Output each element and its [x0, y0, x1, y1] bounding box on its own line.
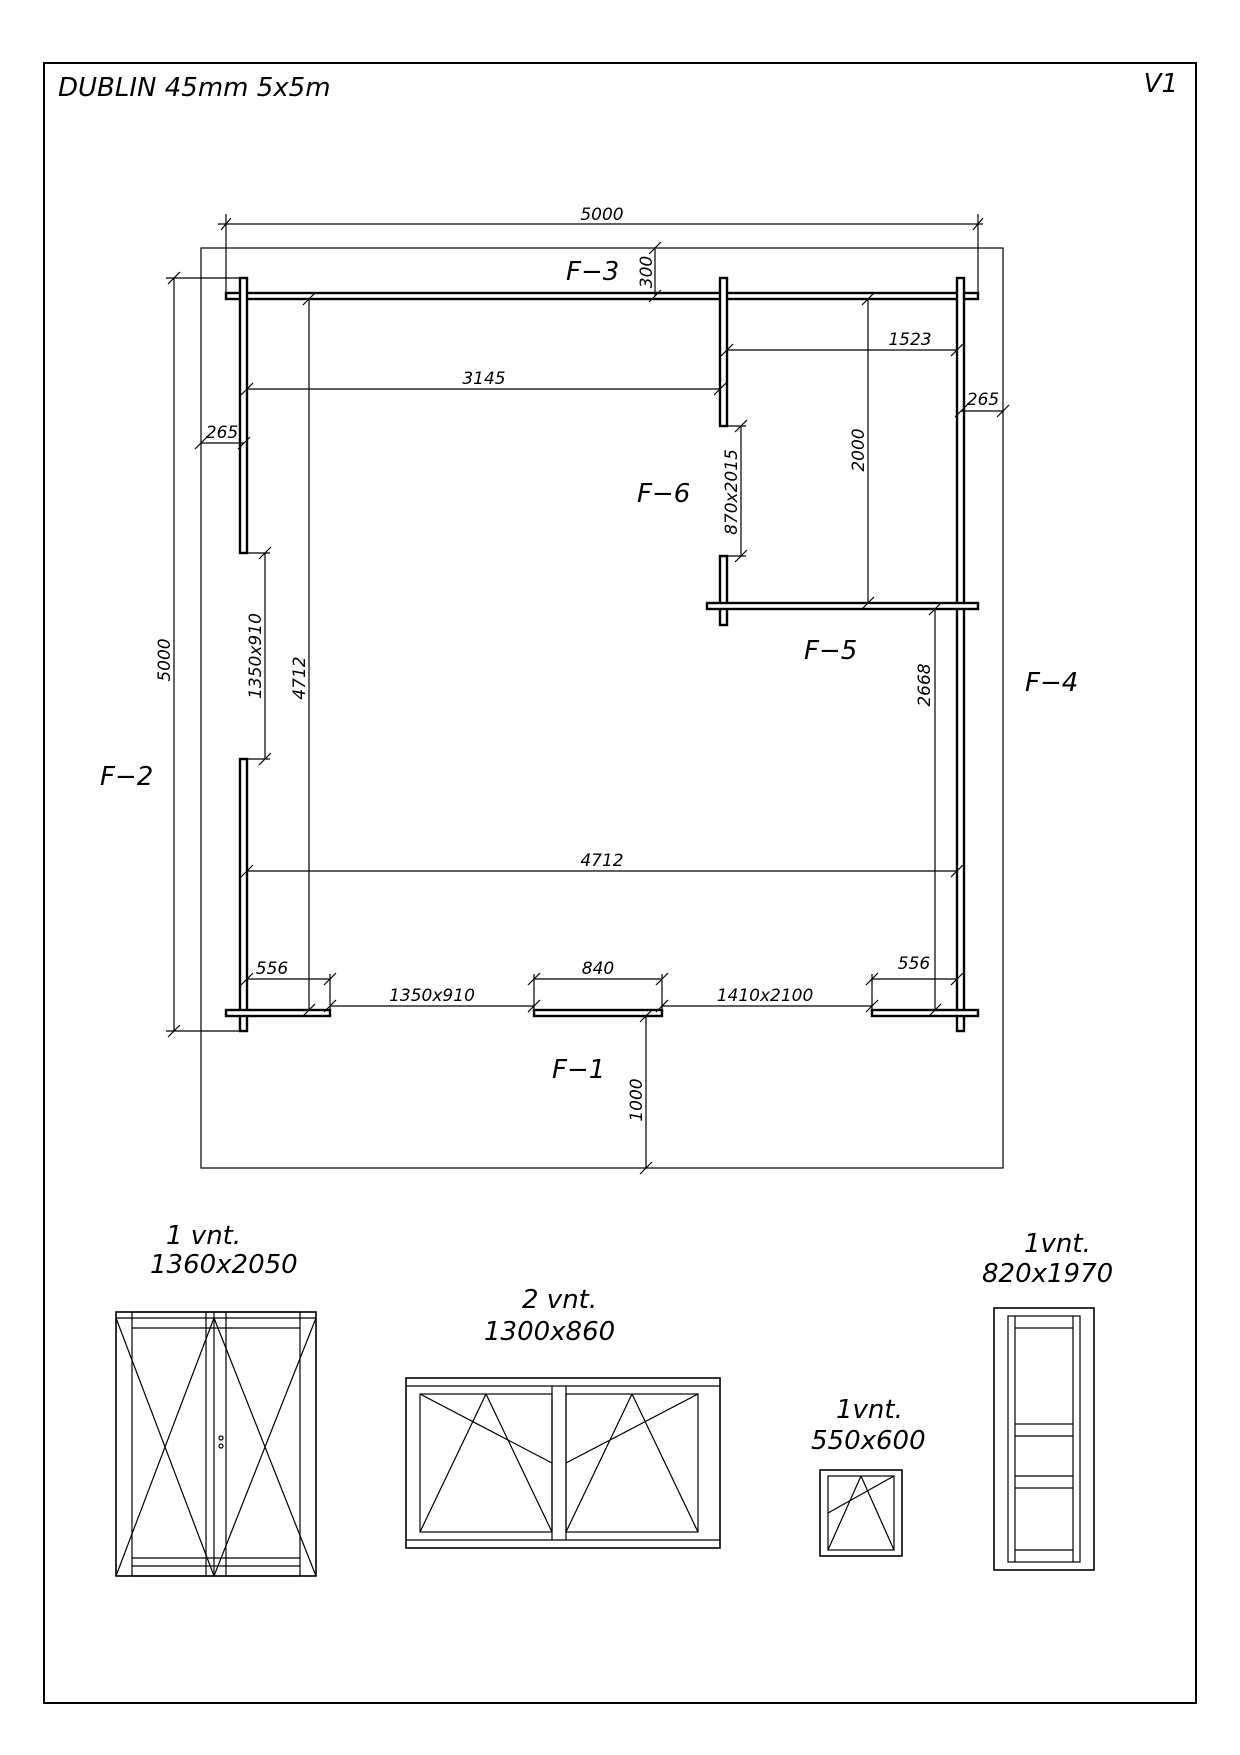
elevation-window-double: 2 vnt. 1300x860 — [405, 1285, 721, 1549]
dim-room-depth: 2000 — [849, 292, 875, 610]
wall-f1-right — [870, 1008, 980, 1018]
wall-f1-middle — [532, 1008, 664, 1018]
dim-text-opening-side-window: 1350x910 — [246, 613, 266, 699]
door-handle-icon — [218, 1435, 224, 1441]
opening-size-single-door: 820x1970 — [982, 1259, 1113, 1289]
dim-overhang-front: 1000 — [627, 1009, 653, 1175]
dim-text-inner-depth-left: 4712 — [290, 656, 310, 699]
dim-text-inner-width-front: 4712 — [580, 851, 623, 871]
wall-f3 — [224, 291, 980, 301]
dim-text-opening-left-window: 1350x910 — [389, 986, 475, 1006]
dim-overhang-back: 300 — [637, 241, 662, 303]
elevation-single-door: 1vnt. 820x1970 — [982, 1229, 1113, 1571]
elevation-window-small: 1vnt. 550x600 — [811, 1395, 926, 1557]
dim-text-corner-left: 556 — [256, 959, 289, 979]
wall-f6-upper — [718, 276, 729, 428]
dim-text-door-width: 840 — [582, 959, 614, 979]
wall-f4 — [955, 276, 966, 1033]
floor-plan: F−3 F−2 F−4 F−5 F−6 F−1 5000 5000 — [100, 205, 1078, 1175]
wall-f1-left — [224, 1008, 332, 1018]
dim-text-side-depth: 2668 — [915, 663, 935, 706]
dim-inner-width-back: 3145 — [240, 369, 727, 396]
dim-overhang-left: 265 — [194, 423, 251, 450]
dim-text-overall-depth: 5000 — [155, 638, 175, 681]
wall-f2-lower — [238, 757, 249, 1033]
dim-room-width: 1523 — [720, 330, 964, 357]
dim-overall-depth: 5000 — [155, 271, 244, 1038]
roof-outline — [200, 247, 1004, 1169]
elevation-double-door: 1 vnt. 1360x2050 — [115, 1221, 317, 1577]
opening-size-double-door: 1360x2050 — [150, 1250, 298, 1280]
dim-overall-width: 5000 — [218, 205, 984, 300]
dim-text-corner-right: 556 — [898, 954, 931, 974]
wall-f2-upper — [238, 276, 249, 555]
dim-text-inner-width-back: 3145 — [462, 369, 505, 389]
dim-inner-width-front: 4712 — [240, 851, 964, 878]
opening-qty-window-small: 1vnt. — [836, 1395, 903, 1425]
opening-qty-double-door: 1 vnt. — [166, 1221, 241, 1251]
label-f5: F−5 — [804, 636, 857, 666]
dim-side-depth: 2668 — [915, 602, 942, 1017]
dim-text-room-width: 1523 — [888, 330, 931, 350]
wall-f6-lower — [718, 554, 729, 627]
dim-text-opening-inner-door: 870x2015 — [722, 449, 742, 535]
drawing-title: DUBLIN 45mm 5x5m — [58, 73, 331, 103]
dim-text-overall-width: 5000 — [580, 205, 623, 225]
wall-f5 — [705, 601, 980, 611]
label-f6: F−6 — [637, 479, 690, 509]
label-f3: F−3 — [566, 257, 619, 287]
dim-opening-side-window: 1350x910 — [246, 546, 272, 766]
dim-text-room-depth: 2000 — [849, 428, 869, 471]
dim-text-overhang-right: 265 — [967, 390, 999, 410]
dim-front-wall: 556 1350x910 840 1410x2100 556 — [240, 954, 964, 1013]
version-label: V1 — [1144, 69, 1178, 99]
dim-inner-depth-left: 4712 — [290, 292, 316, 1017]
opening-size-window-small: 550x600 — [811, 1426, 926, 1456]
opening-qty-window-double: 2 vnt. — [522, 1285, 597, 1315]
dim-text-overhang-front: 1000 — [627, 1078, 647, 1121]
opening-qty-single-door: 1vnt. — [1024, 1229, 1091, 1259]
label-f1: F−1 — [552, 1055, 605, 1085]
dim-text-opening-front-door: 1410x2100 — [717, 986, 814, 1006]
label-f2: F−2 — [100, 762, 153, 792]
label-f4: F−4 — [1025, 668, 1078, 698]
dim-overhang-right: 265 — [954, 390, 1010, 418]
dim-text-overhang-back: 300 — [637, 256, 657, 288]
dim-opening-inner-door: 870x2015 — [722, 419, 748, 563]
opening-size-window-double: 1300x860 — [484, 1317, 615, 1347]
dim-text-overhang-left: 265 — [206, 423, 238, 443]
sheet-border — [43, 62, 1197, 1704]
